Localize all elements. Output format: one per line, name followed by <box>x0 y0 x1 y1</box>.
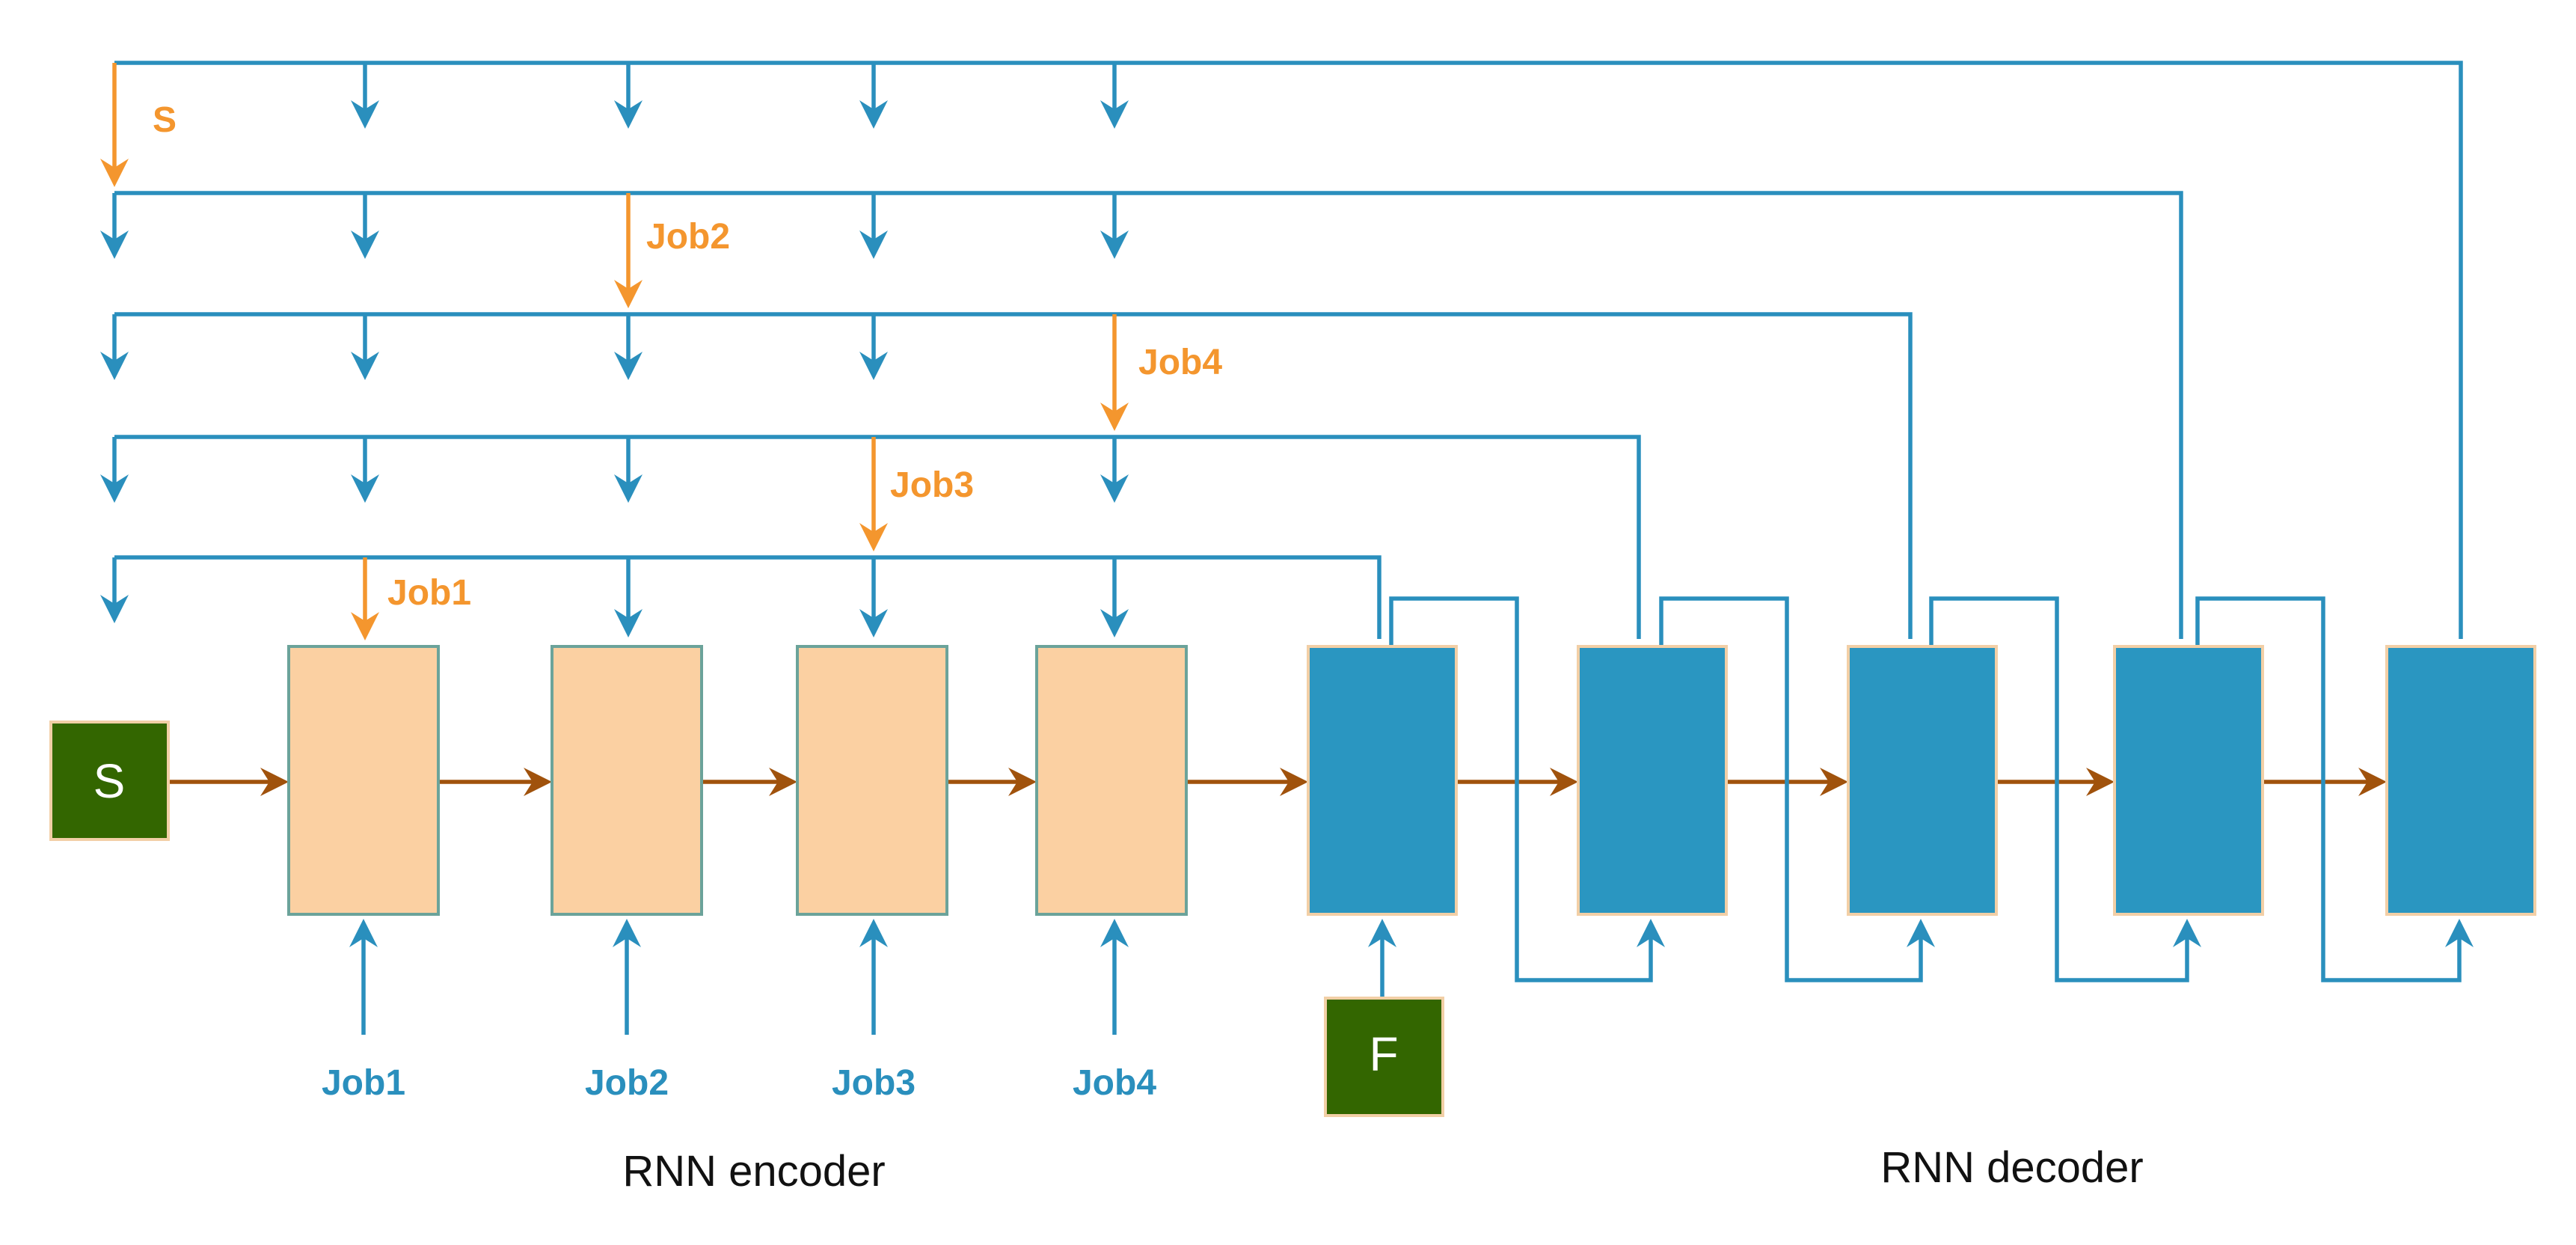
feedback-loop <box>1929 596 2189 982</box>
arrowhead <box>2445 919 2474 947</box>
arrowhead <box>1100 100 1129 129</box>
arrowhead <box>614 352 643 380</box>
arrowhead <box>351 100 379 129</box>
arrowhead <box>1280 768 1308 796</box>
pointer-label: S <box>153 100 177 140</box>
encoder-cell <box>287 645 440 916</box>
arrowhead <box>614 280 643 308</box>
arrowhead <box>859 230 888 259</box>
arrowhead <box>100 352 129 380</box>
arrowheads <box>100 100 2474 947</box>
arrowhead <box>100 595 129 623</box>
connection-wires <box>112 61 2463 1035</box>
decoder-cell <box>2113 645 2264 916</box>
arrowhead <box>351 474 379 503</box>
arrowhead <box>859 352 888 380</box>
encoder-input-label: Job4 <box>1073 1063 1156 1103</box>
encoder-cell <box>1035 645 1188 916</box>
feedback-loop <box>1389 596 1653 982</box>
decoder-cell <box>1577 645 1728 916</box>
start-token-label: S <box>93 754 126 808</box>
arrowhead <box>614 100 643 129</box>
decoder-title: RNN decoder <box>1880 1143 2143 1192</box>
arrowhead <box>2358 768 2387 796</box>
attention-bus <box>114 435 1641 639</box>
arrowhead <box>1100 609 1129 637</box>
arrowhead <box>1100 919 1129 947</box>
arrowhead <box>100 230 129 259</box>
pointer-label: Job4 <box>1138 343 1222 382</box>
decoder-cell <box>1847 645 1998 916</box>
arrowhead <box>351 230 379 259</box>
arrowhead <box>859 523 888 551</box>
arrowhead <box>2086 768 2115 796</box>
arrowhead <box>2173 919 2201 947</box>
encoder-input-label: Job2 <box>585 1063 669 1103</box>
arrowhead <box>260 768 289 796</box>
arrowhead <box>100 159 129 187</box>
decoder-cell <box>1307 645 1458 916</box>
encoder-title: RNN encoder <box>622 1147 885 1196</box>
arrowhead <box>1637 919 1665 947</box>
attention-bus <box>114 312 1913 639</box>
encoder-cell <box>796 645 948 916</box>
arrowhead <box>1100 474 1129 503</box>
feedback-loop <box>1659 596 1923 982</box>
arrowhead <box>859 919 888 947</box>
decoder-cell <box>2385 645 2536 916</box>
arrowhead <box>1368 919 1396 947</box>
encoder-input-label: Job1 <box>322 1063 405 1103</box>
arrowhead <box>349 919 378 947</box>
attention-bus <box>114 61 2463 639</box>
arrowhead <box>1100 403 1129 431</box>
arrowhead <box>100 474 129 503</box>
arrowhead <box>351 352 379 380</box>
start-token-box <box>49 721 170 841</box>
finish-token-label: F <box>1369 1027 1398 1081</box>
feedback-loop <box>2195 596 2462 982</box>
diagram-labels: S F Job1 Job2 Job3 Job4 S Job2 Job4 Job3… <box>49 100 2144 1196</box>
encoder-cell <box>551 645 703 916</box>
arrowhead <box>614 474 643 503</box>
pointer-label: Job3 <box>890 465 974 505</box>
arrowhead <box>1008 768 1037 796</box>
arrowhead <box>859 609 888 637</box>
arrowhead <box>1907 919 1935 947</box>
arrowhead <box>1100 230 1129 259</box>
arrowhead <box>351 612 379 640</box>
attention-bus <box>114 191 2183 639</box>
encoder-input-label: Job3 <box>832 1063 916 1103</box>
arrowhead <box>614 609 643 637</box>
arrowhead <box>1550 768 1578 796</box>
pointer-label: Job1 <box>387 573 471 613</box>
attention-bus <box>114 555 1381 639</box>
rnn-cells <box>287 645 2536 916</box>
finish-token-box <box>1324 997 1444 1117</box>
pointer-label: Job2 <box>646 217 730 257</box>
arrowhead <box>769 768 797 796</box>
arrowhead <box>613 919 641 947</box>
arrowhead <box>1820 768 1848 796</box>
arrowhead <box>524 768 552 796</box>
arrowhead <box>859 100 888 129</box>
